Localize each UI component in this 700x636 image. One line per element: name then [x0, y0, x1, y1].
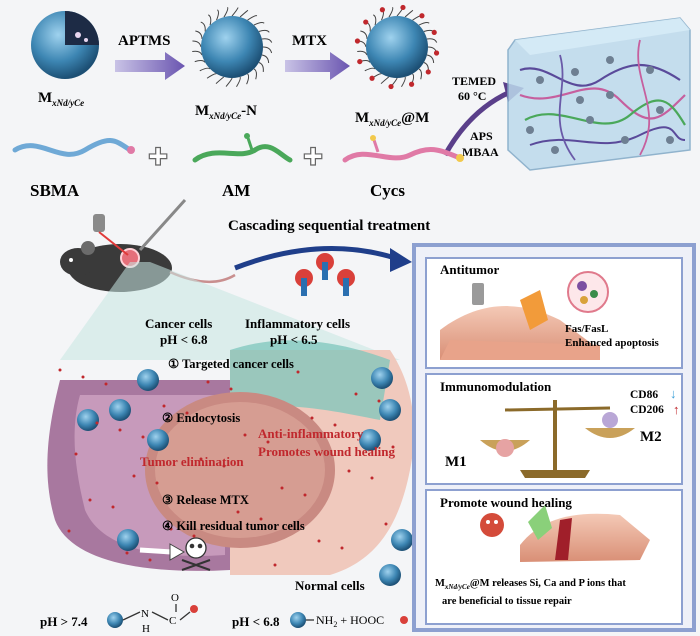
- sbma-monomer: [12, 138, 135, 157]
- np-amide-icon: [107, 604, 198, 628]
- p3-title: Promote wound healing: [440, 495, 572, 510]
- np3-label: MxNd/yCe@M: [355, 110, 429, 128]
- normal-cells-label: Normal cells: [295, 578, 365, 593]
- zoom-cone: [60, 262, 400, 360]
- kill-arrowhead: [169, 543, 186, 561]
- panel-wound: [425, 489, 683, 625]
- cd86-label: CD86: [630, 389, 658, 401]
- ph-68-label: pH < 6.8: [232, 614, 280, 629]
- p1-line1: Fas/FasL: [565, 323, 608, 335]
- down-arrow-icon: ↓: [670, 386, 677, 401]
- cascade-arrow: [234, 246, 396, 271]
- amide-n: N: [141, 608, 149, 620]
- p3-line1: MxNd/yCe@M releases Si, Ca and P ions th…: [435, 578, 626, 591]
- amide-o: O: [171, 592, 179, 604]
- np-mtx: [354, 4, 440, 90]
- tissue-region: [47, 340, 414, 575]
- np2-label: MxNd/yCe-N: [195, 103, 257, 121]
- aptms-arrow: [115, 52, 185, 80]
- mtx-arrow: [285, 52, 350, 80]
- cascade-title: Cascading sequential treatment: [228, 218, 430, 234]
- plus-icon: ✚: [303, 145, 323, 171]
- nh2-hooc-label: NH2 + HOOC: [316, 613, 384, 629]
- carboxyl-icon: [400, 616, 408, 624]
- cd206-label: CD206: [630, 404, 664, 416]
- am-monomer: [192, 133, 293, 163]
- cascade-arrowhead: [390, 248, 412, 272]
- plus-icon: ✚: [148, 145, 168, 171]
- np-bare: [31, 11, 99, 79]
- step2-label: ② Endocytosis: [162, 411, 240, 425]
- kill-arrow: [139, 547, 173, 555]
- step3-label: ③ Release MTX: [162, 493, 249, 507]
- cycs-label: Cycs: [370, 181, 405, 200]
- inflam-ph-label: pH < 6.5: [270, 332, 318, 347]
- anti-inflam-label: Anti-inflammatory: [258, 426, 364, 441]
- np1-label: MxNd/yCe: [38, 90, 84, 108]
- np-small-icon: [290, 612, 306, 628]
- m2-label: M2: [640, 429, 662, 445]
- np-amine: [192, 6, 273, 88]
- step4-label: ④ Kill residual tumor cells: [162, 519, 305, 533]
- cancer-cells-label: Cancer cells: [145, 316, 212, 331]
- am-label: AM: [222, 181, 250, 200]
- skull-icon: [181, 537, 211, 571]
- panel-immuno: [425, 373, 683, 485]
- p1-title: Antitumor: [440, 262, 499, 277]
- promotes-label: Promotes wound healing: [258, 444, 395, 459]
- cond-mbaa: MBAA: [462, 145, 499, 159]
- inflam-cells-label: Inflammatory cells: [245, 316, 350, 331]
- cycs-monomer: [342, 135, 464, 163]
- aptms-label: APTMS: [118, 33, 171, 49]
- sbma-label: SBMA: [30, 181, 80, 200]
- hydrogel-arrow: [442, 89, 512, 157]
- amide-c: C: [169, 615, 176, 627]
- p1-line2: Enhanced apoptosis: [565, 337, 660, 349]
- cond-aps: APS: [470, 129, 493, 143]
- tumor-elim-label: Tumor elimination: [140, 454, 244, 469]
- step1-label: ① Targeted cancer cells: [168, 357, 294, 371]
- cond-temp: 60 °C: [458, 89, 486, 103]
- amide-h: H: [142, 623, 150, 635]
- p3-line2: are beneficial to tissue repair: [442, 596, 572, 607]
- hydrogel-block: [507, 17, 691, 171]
- m1-label: M1: [445, 454, 467, 470]
- mtx-drug-icons: [295, 253, 355, 296]
- cancer-ph-label: pH < 6.8: [160, 332, 208, 347]
- panel-antitumor: [425, 257, 683, 369]
- cond-temed: TEMED: [452, 74, 496, 88]
- mtx-label: MTX: [292, 33, 327, 49]
- ph-74-label: pH > 7.4: [40, 614, 88, 629]
- up-arrow-icon: ↑: [673, 402, 680, 417]
- p2-title: Immunomodulation: [440, 379, 552, 394]
